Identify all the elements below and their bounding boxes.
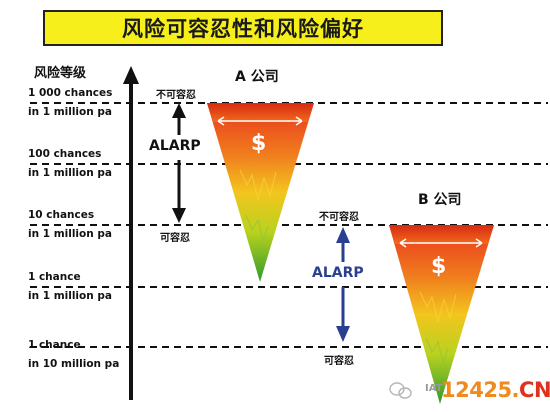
level-label-2-line1: 100 chances bbox=[28, 148, 102, 160]
level-label-4-line1: 1 chance bbox=[28, 271, 81, 283]
watermark-site: 12425.CN bbox=[441, 378, 550, 402]
company-a-alarp: ALARP bbox=[149, 138, 201, 154]
alarp-arrows-b bbox=[336, 227, 350, 342]
level-label-1: 1 000 chances in 1 million pa bbox=[28, 84, 128, 122]
company-a-intolerable: 不可容忍 bbox=[156, 90, 196, 101]
company-b-tolerable: 可容忍 bbox=[324, 356, 354, 367]
company-a-tolerable: 可容忍 bbox=[160, 233, 190, 244]
level-label-4: 1 chance in 1 million pa bbox=[28, 268, 128, 306]
company-b-dollar-icon: $ bbox=[431, 254, 447, 279]
company-b-label: B 公司 bbox=[418, 192, 462, 208]
company-a-cone bbox=[207, 103, 314, 282]
company-b-intolerable: 不可容忍 bbox=[319, 212, 359, 223]
level-label-1-line2: in 1 million pa bbox=[28, 106, 112, 118]
watermark-text: IAT bbox=[425, 383, 443, 394]
watermark-site-main: 12425. bbox=[441, 378, 520, 402]
company-a-dollar-icon: $ bbox=[251, 131, 267, 156]
level-label-2-line2: in 1 million pa bbox=[28, 167, 112, 179]
axis-title: 风险等级 bbox=[34, 66, 87, 81]
company-b-alarp: ALARP bbox=[312, 265, 364, 281]
level-label-3-line2: in 1 million pa bbox=[28, 228, 112, 240]
level-label-1-line1: 1 000 chances bbox=[28, 87, 113, 99]
level-label-3: 10 chances in 1 million pa bbox=[28, 206, 128, 244]
alarp-arrows-a bbox=[172, 103, 186, 223]
level-label-3-line1: 10 chances bbox=[28, 209, 95, 221]
wechat-icon bbox=[389, 382, 412, 399]
company-a-label: A 公司 bbox=[235, 69, 279, 85]
company-b-cone bbox=[389, 225, 494, 404]
level-label-2: 100 chances in 1 million pa bbox=[28, 145, 128, 183]
level-label-5-line1: 1 chance bbox=[28, 339, 81, 351]
watermark-site-suffix: CN bbox=[519, 378, 550, 402]
page-title: 风险可容忍性和风险偏好 bbox=[43, 10, 443, 46]
level-label-5-line2: in 10 million pa bbox=[28, 358, 120, 370]
level-label-5: 1 chance in 10 million pa bbox=[28, 336, 128, 374]
level-label-4-line2: in 1 million pa bbox=[28, 290, 112, 302]
